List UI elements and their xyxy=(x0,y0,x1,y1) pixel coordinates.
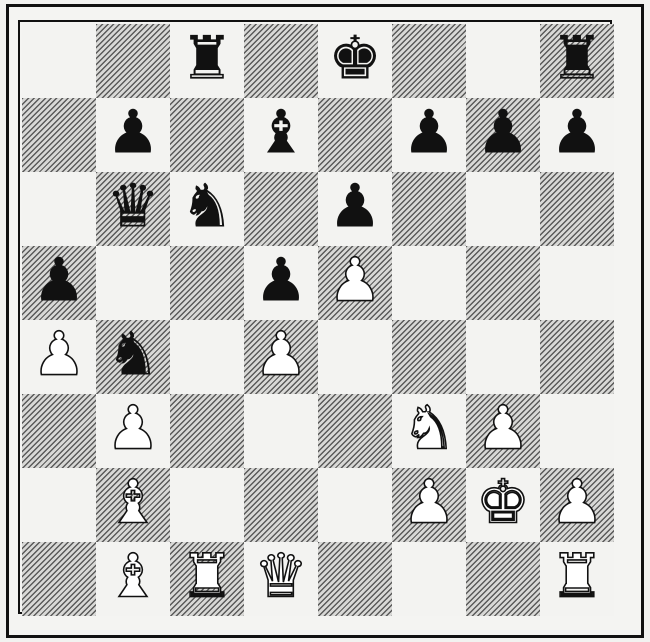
square-g6[interactable] xyxy=(466,172,540,246)
square-h2[interactable]: ♟ xyxy=(540,468,614,542)
square-b1[interactable]: ♝ xyxy=(96,542,170,616)
black-pawn-icon[interactable]: ♟ xyxy=(106,97,160,168)
square-h4[interactable] xyxy=(540,320,614,394)
white-bishop-icon[interactable]: ♝ xyxy=(105,467,160,538)
white-pawn-icon[interactable]: ♟ xyxy=(105,393,160,464)
square-h6[interactable] xyxy=(540,172,614,246)
square-c2[interactable] xyxy=(170,468,244,542)
white-bishop-icon[interactable]: ♝ xyxy=(105,541,160,612)
square-d3[interactable] xyxy=(244,394,318,468)
square-e7[interactable] xyxy=(318,98,392,172)
square-d1[interactable]: ♛ xyxy=(244,542,318,616)
square-f7[interactable]: ♟ xyxy=(392,98,466,172)
chess-board: ♜♚♜♟♝♟♟♟♛♞♟♟♟♟♟♞♟♟♞♟♝♟♚♟♝♜♛♜ xyxy=(22,24,614,616)
square-g3[interactable]: ♟ xyxy=(466,394,540,468)
square-g8[interactable] xyxy=(466,24,540,98)
square-h7[interactable]: ♟ xyxy=(540,98,614,172)
black-knight-icon[interactable]: ♞ xyxy=(180,171,234,242)
square-a1[interactable] xyxy=(22,542,96,616)
square-h1[interactable]: ♜ xyxy=(540,542,614,616)
square-b3[interactable]: ♟ xyxy=(96,394,170,468)
black-pawn-icon[interactable]: ♟ xyxy=(476,97,530,168)
square-d4[interactable]: ♟ xyxy=(244,320,318,394)
square-c1[interactable]: ♜ xyxy=(170,542,244,616)
black-pawn-icon[interactable]: ♟ xyxy=(254,245,308,316)
square-f4[interactable] xyxy=(392,320,466,394)
square-d8[interactable] xyxy=(244,24,318,98)
square-b2[interactable]: ♝ xyxy=(96,468,170,542)
square-e2[interactable] xyxy=(318,468,392,542)
square-e3[interactable] xyxy=(318,394,392,468)
white-pawn-icon[interactable]: ♟ xyxy=(401,467,456,538)
square-f3[interactable]: ♞ xyxy=(392,394,466,468)
square-d5[interactable]: ♟ xyxy=(244,246,318,320)
square-d7[interactable]: ♝ xyxy=(244,98,318,172)
square-a4[interactable]: ♟ xyxy=(22,320,96,394)
square-g7[interactable]: ♟ xyxy=(466,98,540,172)
square-f5[interactable] xyxy=(392,246,466,320)
white-rook-icon[interactable]: ♜ xyxy=(179,541,234,612)
square-e5[interactable]: ♟ xyxy=(318,246,392,320)
square-b4[interactable]: ♞ xyxy=(96,320,170,394)
square-a2[interactable] xyxy=(22,468,96,542)
square-f8[interactable] xyxy=(392,24,466,98)
black-rook-icon[interactable]: ♜ xyxy=(180,23,234,94)
square-a6[interactable] xyxy=(22,172,96,246)
square-a5[interactable]: ♟ xyxy=(22,246,96,320)
black-pawn-icon[interactable]: ♟ xyxy=(402,97,456,168)
square-e4[interactable] xyxy=(318,320,392,394)
white-knight-icon[interactable]: ♞ xyxy=(401,393,456,464)
black-queen-icon[interactable]: ♛ xyxy=(106,171,160,242)
square-e8[interactable]: ♚ xyxy=(318,24,392,98)
white-king-icon[interactable]: ♚ xyxy=(475,467,530,538)
square-d2[interactable] xyxy=(244,468,318,542)
square-a8[interactable] xyxy=(22,24,96,98)
square-g1[interactable] xyxy=(466,542,540,616)
white-rook-icon[interactable]: ♜ xyxy=(549,541,604,612)
square-f1[interactable] xyxy=(392,542,466,616)
square-h8[interactable]: ♜ xyxy=(540,24,614,98)
white-pawn-icon[interactable]: ♟ xyxy=(549,467,604,538)
white-pawn-icon[interactable]: ♟ xyxy=(327,245,382,316)
square-c8[interactable]: ♜ xyxy=(170,24,244,98)
square-e6[interactable]: ♟ xyxy=(318,172,392,246)
square-g5[interactable] xyxy=(466,246,540,320)
square-g2[interactable]: ♚ xyxy=(466,468,540,542)
square-c4[interactable] xyxy=(170,320,244,394)
square-e1[interactable] xyxy=(318,542,392,616)
square-c5[interactable] xyxy=(170,246,244,320)
white-pawn-icon[interactable]: ♟ xyxy=(475,393,530,464)
black-pawn-icon[interactable]: ♟ xyxy=(550,97,604,168)
black-pawn-icon[interactable]: ♟ xyxy=(328,171,382,242)
white-pawn-icon[interactable]: ♟ xyxy=(253,319,308,390)
square-b7[interactable]: ♟ xyxy=(96,98,170,172)
white-pawn-icon[interactable]: ♟ xyxy=(31,319,86,390)
square-d6[interactable] xyxy=(244,172,318,246)
square-f2[interactable]: ♟ xyxy=(392,468,466,542)
square-h3[interactable] xyxy=(540,394,614,468)
black-pawn-icon[interactable]: ♟ xyxy=(32,245,86,316)
black-rook-icon[interactable]: ♜ xyxy=(550,23,604,94)
black-bishop-icon[interactable]: ♝ xyxy=(254,97,308,168)
square-b6[interactable]: ♛ xyxy=(96,172,170,246)
square-g4[interactable] xyxy=(466,320,540,394)
square-h5[interactable] xyxy=(540,246,614,320)
black-king-icon[interactable]: ♚ xyxy=(328,23,382,94)
square-c3[interactable] xyxy=(170,394,244,468)
square-f6[interactable] xyxy=(392,172,466,246)
black-knight-icon[interactable]: ♞ xyxy=(106,319,160,390)
square-c7[interactable] xyxy=(170,98,244,172)
square-a3[interactable] xyxy=(22,394,96,468)
square-b5[interactable] xyxy=(96,246,170,320)
square-a7[interactable] xyxy=(22,98,96,172)
square-c6[interactable]: ♞ xyxy=(170,172,244,246)
square-b8[interactable] xyxy=(96,24,170,98)
white-queen-icon[interactable]: ♛ xyxy=(253,541,308,612)
